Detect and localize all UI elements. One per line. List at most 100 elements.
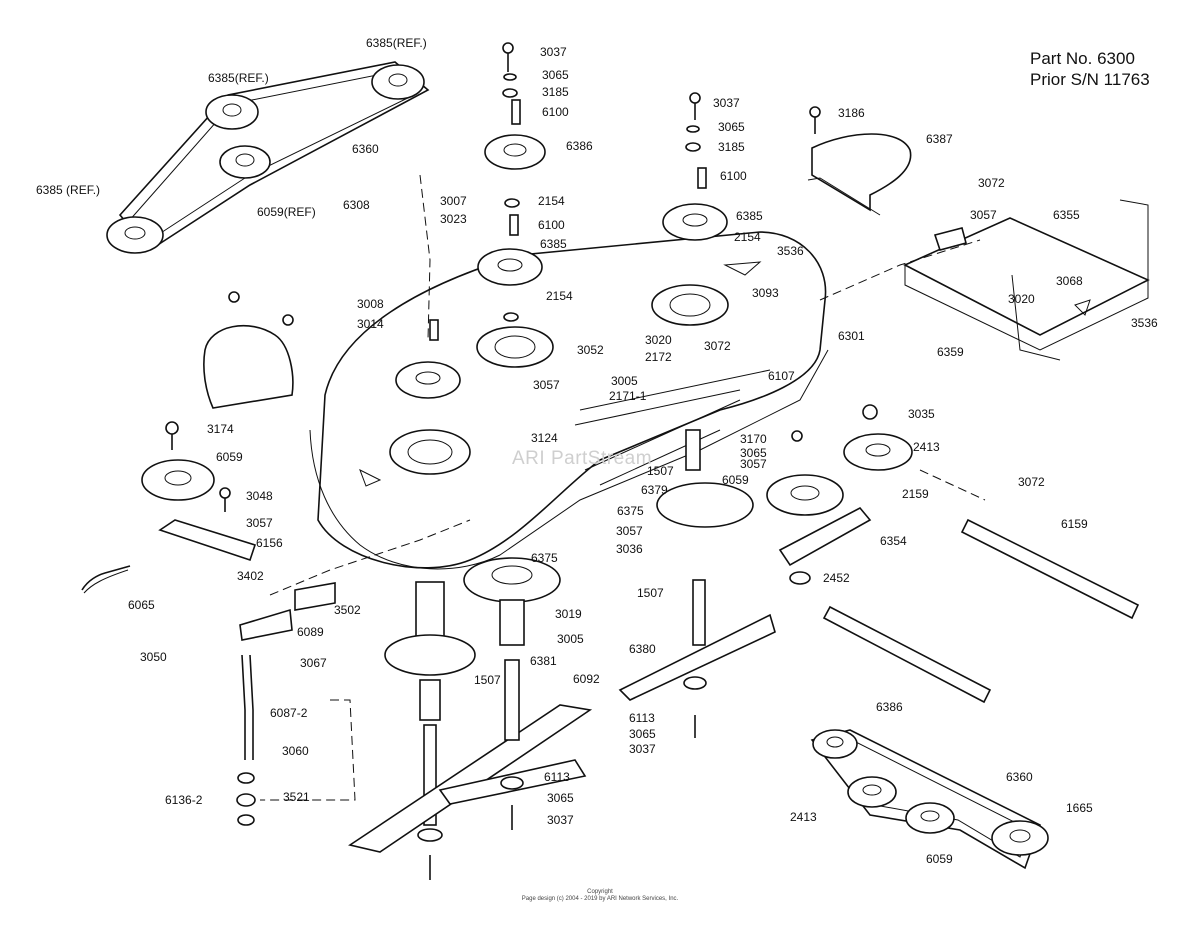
callout: 6065 [128, 598, 155, 612]
callout: 6087-2 [270, 706, 308, 720]
spindle-blade-center [438, 557, 587, 830]
callout: 3065 [547, 791, 574, 805]
callout: 6381 [530, 654, 557, 668]
callout: 6136-2 [165, 793, 203, 807]
belt-cover-right [807, 106, 912, 216]
callout: 6385(REF.) [208, 71, 269, 85]
callout: 6100 [542, 105, 569, 119]
callout: 3020 [1008, 292, 1035, 306]
callout: 3023 [440, 212, 467, 226]
callout: 3007 [440, 194, 467, 208]
callout: 3057 [246, 516, 273, 530]
deflector-assembly [903, 199, 1150, 361]
callout: 3050 [140, 650, 167, 664]
callout: 6380 [629, 642, 656, 656]
callout: 6156 [256, 536, 283, 550]
callout: 2452 [823, 571, 850, 585]
footer-copyright: Copyright Page design (c) 2004 - 2019 by… [0, 889, 1200, 903]
callout: 2413 [790, 810, 817, 824]
callout: 3067 [300, 656, 327, 670]
callout: 3536 [777, 244, 804, 258]
callout: 3037 [629, 742, 656, 756]
callout: 3170 [740, 432, 767, 446]
callout: 3124 [531, 431, 558, 445]
callout: 6379 [641, 483, 668, 497]
callout: 3065 [629, 727, 656, 741]
callout: 2413 [913, 440, 940, 454]
callout: 3402 [237, 569, 264, 583]
callout-labels: 6385(REF.) 6385(REF.) 6360 6059(REF) 638… [36, 36, 1158, 866]
callout: 6107 [768, 369, 795, 383]
spindle-blade-right [618, 429, 776, 738]
belt-assembly-bottom-right [810, 729, 1049, 870]
callout: 6387 [926, 132, 953, 146]
callout: 6386 [566, 139, 593, 153]
callout: 3185 [542, 85, 569, 99]
callout: 3057 [533, 378, 560, 392]
callout: 1665 [1066, 801, 1093, 815]
callout: 3057 [970, 208, 997, 222]
callout: 3036 [616, 542, 643, 556]
assembly-guide-lines [260, 174, 986, 801]
part-number: Part No. 6300 [1030, 49, 1135, 68]
callout: 2159 [902, 487, 929, 501]
callout: 3037 [547, 813, 574, 827]
callout: 6360 [352, 142, 379, 156]
callout: 3020 [645, 333, 672, 347]
callout: 3005 [557, 632, 584, 646]
callout: 6059 [216, 450, 243, 464]
spindle-blade-left [348, 581, 593, 880]
callout: 3060 [282, 744, 309, 758]
callout: 3174 [207, 422, 234, 436]
callout: 1507 [637, 586, 664, 600]
callout: 6385 [736, 209, 763, 223]
callout: 3019 [555, 607, 582, 621]
lift-rods [822, 518, 1140, 704]
callout: 3035 [908, 407, 935, 421]
callout: 3065 [740, 446, 767, 460]
callout: 6100 [538, 218, 565, 232]
callout: 6355 [1053, 208, 1080, 222]
callout: 3186 [838, 106, 865, 120]
callout: 3005 [611, 374, 638, 388]
callout: 6092 [573, 672, 600, 686]
callout: 6100 [720, 169, 747, 183]
watermark: ARI PartStream [512, 448, 653, 469]
callout: 3072 [978, 176, 1005, 190]
callout: 3057 [740, 457, 767, 471]
callout: 6385 [540, 237, 567, 251]
callout: 3068 [1056, 274, 1083, 288]
callout: 6385 (REF.) [36, 183, 100, 197]
deck-pulleys [395, 42, 728, 399]
callout: 3072 [704, 339, 731, 353]
belt-assembly-top-left [106, 61, 430, 254]
callout: 1507 [474, 673, 501, 687]
callout: 6059(REF) [257, 205, 316, 219]
callout: 6354 [880, 534, 907, 548]
part-number-header: Part No. 6300 Prior S/N 11763 [1030, 48, 1150, 90]
callout: 3037 [713, 96, 740, 110]
callout: 2154 [538, 194, 565, 208]
callout: 3502 [334, 603, 361, 617]
callout: 2154 [546, 289, 573, 303]
callout: 3185 [718, 140, 745, 154]
callout: 6159 [1061, 517, 1088, 531]
callout: 2154 [734, 230, 761, 244]
callout: 3093 [752, 286, 779, 300]
callout: 6359 [937, 345, 964, 359]
callout: 3014 [357, 317, 384, 331]
callout: 2172 [645, 350, 672, 364]
page-design-credit: Page design (c) 2004 - 2019 by ARI Netwo… [521, 896, 679, 902]
callout: 3072 [1018, 475, 1045, 489]
callout: 3057 [616, 524, 643, 538]
callout: 6059 [722, 473, 749, 487]
mower-deck-housing [309, 231, 829, 570]
callout: 3008 [357, 297, 384, 311]
callout: 6089 [297, 625, 324, 639]
idler-bracket-left [81, 421, 257, 594]
callout: 6375 [617, 504, 644, 518]
callout: 6375 [531, 551, 558, 565]
callout: 6113 [544, 770, 570, 784]
